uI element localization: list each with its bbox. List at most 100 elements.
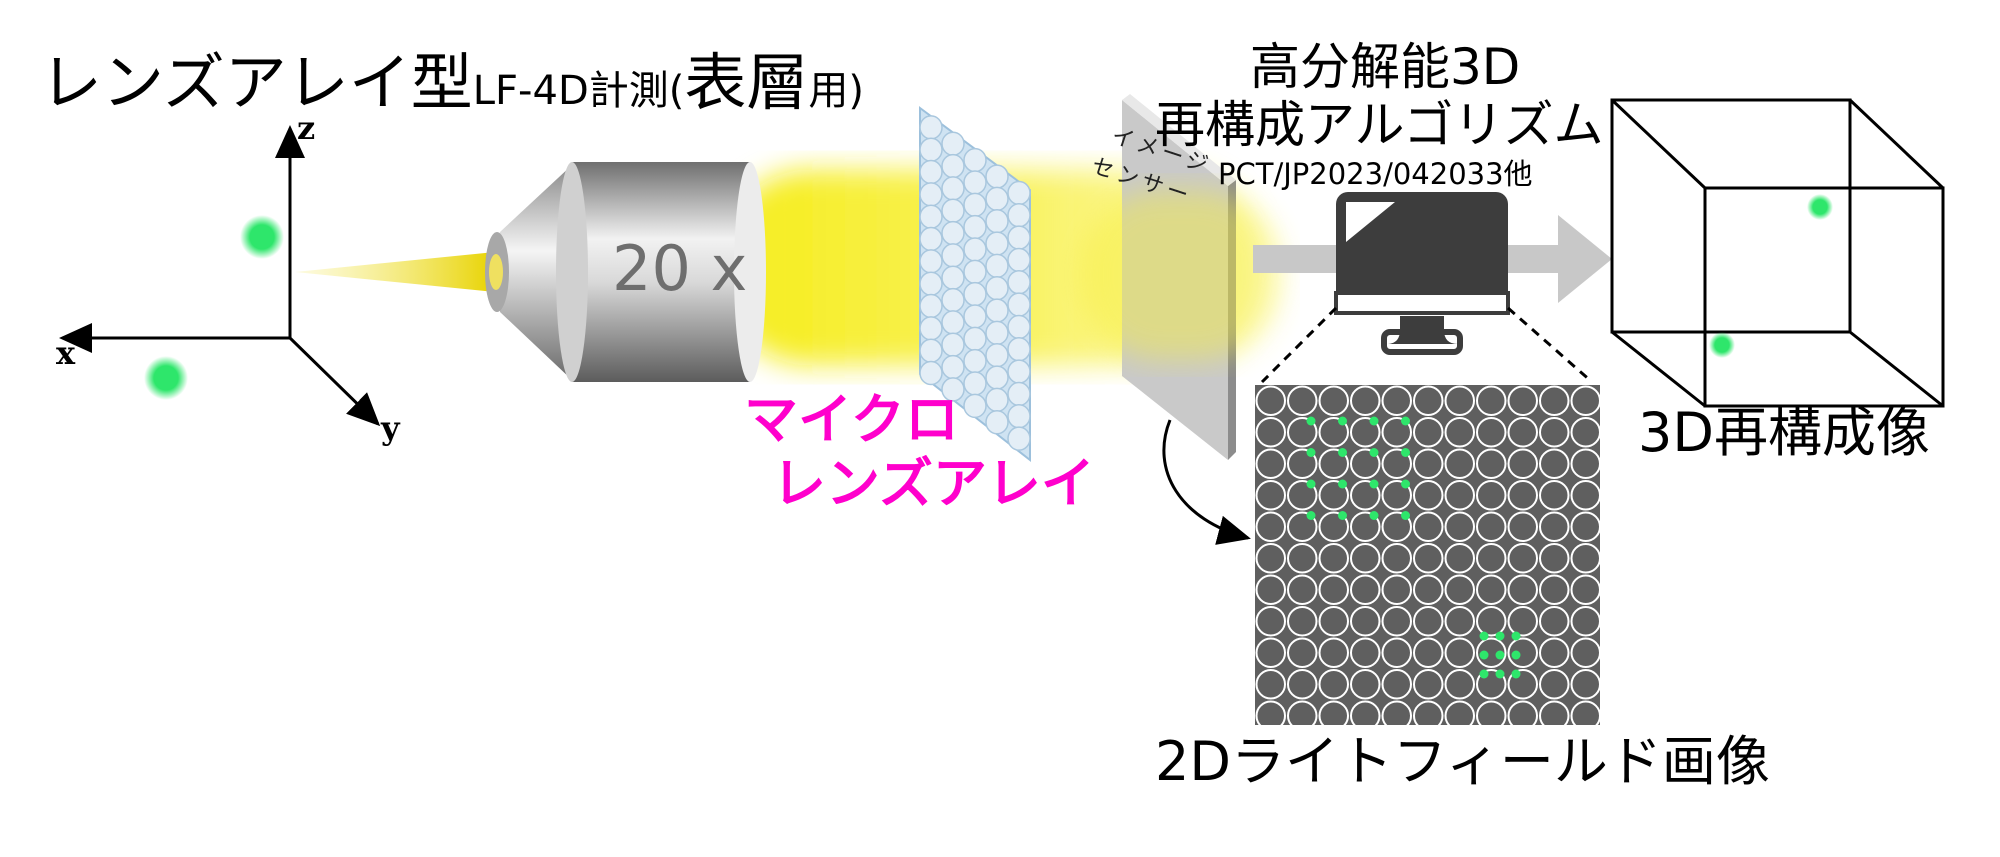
microlens [919, 182, 943, 207]
microlens-subimage [1539, 700, 1570, 725]
title-paren-main: 表層 [684, 46, 809, 119]
lightfield-dot [1511, 650, 1521, 660]
microlens [985, 208, 1009, 234]
microlens [919, 159, 943, 185]
microlens-subimage [1255, 385, 1286, 416]
microlens-subimage [1318, 574, 1349, 605]
mla-label-line2: レンズアレイ [772, 451, 1095, 515]
lightfield-dot [1306, 416, 1316, 426]
lightfield-dot [1479, 650, 1489, 660]
microlens [941, 377, 965, 402]
lightfield-dot [1369, 479, 1379, 489]
microlens-subimage [1255, 606, 1286, 637]
microlens-subimage [1476, 417, 1507, 448]
microlens [985, 186, 1009, 212]
microlens-subimage [1381, 511, 1412, 542]
microlens-subimage [1287, 574, 1318, 605]
lightfield-dot [1369, 448, 1379, 457]
microlens-subimage [1255, 417, 1286, 448]
microlens-subimage [1476, 448, 1507, 479]
microlens-subimage [1350, 480, 1381, 511]
microlens-subimage [1476, 480, 1507, 511]
microlens-subimage [1539, 606, 1570, 637]
algorithm-line2: 再構成アルゴリズム [1155, 96, 1604, 154]
microlens [985, 365, 1009, 390]
microlens-subimage [1413, 574, 1444, 605]
microlens-subimage [1350, 637, 1381, 668]
lightfield-dot [1495, 669, 1505, 679]
title-main: レンズアレイ型 [40, 46, 473, 119]
lightfield-dot [1401, 479, 1410, 489]
lightfield-dot [1495, 650, 1505, 660]
microlens-subimage [1350, 700, 1381, 725]
microlens-subimage [1255, 700, 1286, 725]
algorithm-label: 高分解能3D 再構成アルゴリズム [1155, 38, 1604, 154]
microlens-subimage [1444, 385, 1475, 416]
microlens-subimage [1381, 700, 1412, 725]
microlens-subimage [1539, 637, 1570, 668]
title-paren-close: ) [848, 68, 864, 114]
microlens-subimage [1444, 574, 1475, 605]
microlens [919, 204, 943, 229]
microlens [963, 192, 987, 218]
lightfield-dot [1338, 511, 1347, 520]
microlens-subimage [1255, 511, 1286, 542]
microlens-subimage [1287, 637, 1318, 668]
lightfield-image [1255, 385, 1600, 725]
microlens-subimage [1318, 606, 1349, 637]
microlens-subimage [1539, 480, 1570, 511]
microlens-subimage [1350, 669, 1381, 700]
microlens [963, 393, 987, 419]
microlens-subimage [1350, 385, 1381, 416]
microlens-subimage [1255, 480, 1286, 511]
microlens-subimage [1381, 637, 1412, 668]
microlens [919, 316, 943, 341]
microlens-subimage [1287, 700, 1318, 725]
axis-y-label: y [381, 409, 400, 447]
microlens-subimage [1287, 606, 1318, 637]
microlens-array-plate [919, 106, 1031, 463]
microlens-subimage [1413, 606, 1444, 637]
lightfield-dot [1306, 511, 1316, 520]
microlens-subimage [1507, 417, 1538, 448]
algorithm-line1: 高分解能3D [1250, 38, 1521, 96]
sample-point [144, 356, 188, 400]
microlens-subimage [1318, 480, 1349, 511]
microlens-subimage [1381, 543, 1412, 574]
microlens-subimage [1255, 448, 1286, 479]
microlens-subimage [1539, 543, 1570, 574]
microlens-subimage [1350, 511, 1381, 542]
microlens [941, 198, 965, 224]
microlens-subimage [1570, 700, 1600, 725]
microlens-subimage [1350, 448, 1381, 479]
microlens-subimage [1318, 700, 1349, 725]
microlens-subimage [1507, 606, 1538, 637]
microlens [919, 293, 943, 319]
microlens-subimage [1539, 417, 1570, 448]
microlens [941, 265, 965, 291]
sensor-to-image-arrow [1162, 419, 1251, 545]
microlens [1007, 203, 1031, 228]
microlens-subimage [1350, 574, 1381, 605]
microlens [1007, 247, 1031, 273]
microlens-subimage [1444, 543, 1475, 574]
microlens [1007, 270, 1031, 295]
microlens-subimage [1413, 480, 1444, 511]
microlens-subimage [1507, 700, 1538, 725]
projection-line [1507, 306, 1593, 384]
microlens-subimage [1444, 637, 1475, 668]
lightfield-dot [1306, 448, 1316, 457]
microlens [919, 137, 943, 162]
sample-point [240, 215, 284, 259]
microlens-subimage [1318, 385, 1349, 416]
microlens [963, 326, 987, 352]
microlens-subimage [1444, 669, 1475, 700]
microlens-subimage [1444, 700, 1475, 725]
microlens-subimage [1539, 574, 1570, 605]
microlens-subimage [1444, 448, 1475, 479]
microlens-subimage [1507, 385, 1538, 416]
microlens-subimage [1318, 669, 1349, 700]
microlens-subimage [1539, 385, 1570, 416]
microlens-subimage [1381, 385, 1412, 416]
